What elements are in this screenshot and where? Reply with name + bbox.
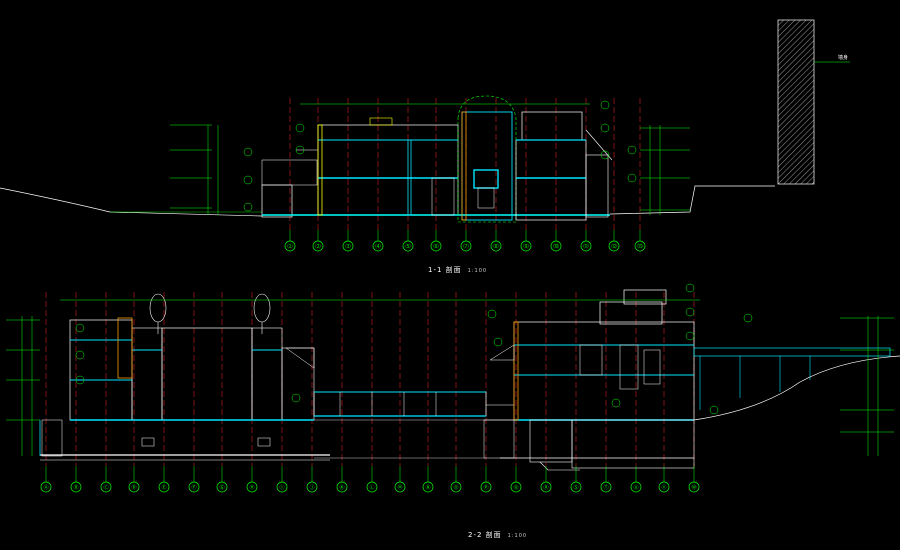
axis-bubbles-bottom: Ⓐ Ⓑ Ⓒ Ⓓ Ⓔ Ⓕ Ⓖ Ⓗ Ⓘ Ⓙ Ⓚ Ⓛ Ⓜ Ⓝ Ⓞ Ⓟ Ⓠ Ⓡ Ⓢ Ⓣ Ⓤ Ⓥ Ⓦ <box>40 466 700 493</box>
axis-bubble-label: Ⓖ <box>219 484 224 491</box>
axis-bubble-label: Ⓘ <box>279 484 284 491</box>
axis-bubble-label: Ⓑ <box>73 484 78 491</box>
axis-bubble-label: Ⓦ <box>691 484 696 491</box>
axis-bubble-label: Ⓙ <box>309 484 314 491</box>
axis-bubble <box>342 240 354 252</box>
axis-bubble <box>158 481 170 493</box>
axis-bubble <box>128 481 140 493</box>
detail-label: 墙身 <box>838 54 848 61</box>
axis-bubble <box>570 481 582 493</box>
axis-bubble <box>336 481 348 493</box>
axis-bubble-label: Ⓟ <box>483 484 488 491</box>
axis-bubble <box>630 481 642 493</box>
axis-bubble <box>188 481 200 493</box>
axis-lines-bottom <box>45 292 695 466</box>
axis-bubble-label: Ⓜ <box>397 484 402 491</box>
axis-bubble-label: Ⓢ <box>573 484 578 491</box>
axis-bubble-label: ⑵ <box>315 243 320 250</box>
axis-bubble <box>394 481 406 493</box>
axis-bubble-label: ⑴ <box>287 243 292 250</box>
axis-bubble-label: ⑽ <box>553 243 558 250</box>
axis-bubble <box>634 240 646 252</box>
axis-bubble <box>276 481 288 493</box>
section-2-2: Ⓐ Ⓑ Ⓒ Ⓓ Ⓔ Ⓕ Ⓖ Ⓗ Ⓘ Ⓙ Ⓚ Ⓛ Ⓜ Ⓝ Ⓞ Ⓟ Ⓠ Ⓡ Ⓢ Ⓣ Ⓤ Ⓥ Ⓦ <box>6 283 900 493</box>
axis-bubble <box>460 240 472 252</box>
axis-bubble <box>40 481 52 493</box>
axis-bubble-label: Ⓓ <box>131 484 136 491</box>
section-2-2-title: 2-2 剖面 <box>468 531 502 539</box>
axis-bubble-label: ⑸ <box>405 243 410 250</box>
axis-bubble-label: ⒀ <box>637 243 642 250</box>
axis-bubble-label: Ⓥ <box>661 484 666 491</box>
axis-bubble-label: Ⓚ <box>339 484 344 491</box>
axis-bubble <box>216 481 228 493</box>
section-1-1-scale: 1:100 <box>467 268 488 274</box>
axis-bubble <box>306 481 318 493</box>
axis-bubble-label: Ⓠ <box>513 484 518 491</box>
axis-bubble-label: Ⓗ <box>249 484 254 491</box>
axis-bubble <box>372 240 384 252</box>
axis-bubble-label: Ⓤ <box>633 484 638 491</box>
axis-bubble-label: ⑹ <box>433 243 438 250</box>
axis-bubble <box>100 481 112 493</box>
axis-bubble <box>658 481 670 493</box>
section-2-2-caption: 2-2 剖面 1:100 <box>468 530 527 540</box>
section-2-2-scale: 1:100 <box>507 533 528 539</box>
axis-bubble-label: Ⓐ <box>43 484 48 491</box>
axis-bubble-label: Ⓞ <box>453 484 458 491</box>
axis-bubble-label: Ⓛ <box>369 484 374 491</box>
axis-bubble-label: ⑼ <box>523 243 528 250</box>
axis-bubble <box>608 240 620 252</box>
section-1-1: ⑴ ⑵ ⑶ ⑷ ⑸ ⑹ ⑺ ⑻ ⑼ ⑽ ⑾ ⑿ ⒀ <box>0 95 775 252</box>
axis-bubble-label: Ⓒ <box>103 484 108 491</box>
building-1-1 <box>261 95 613 223</box>
terrain-line-left <box>0 187 263 217</box>
axis-bubbles-top: ⑴ ⑵ ⑶ ⑷ ⑸ ⑹ ⑺ ⑻ ⑼ ⑽ ⑾ ⑿ ⒀ <box>284 230 646 252</box>
axis-bubble <box>490 240 502 252</box>
axis-bubble-label: ⑷ <box>375 243 380 250</box>
axis-bubble <box>510 481 522 493</box>
axis-bubble-label: ⑿ <box>611 243 616 250</box>
axis-bubble <box>580 240 592 252</box>
axis-bubble <box>688 481 700 493</box>
section-1-1-title: 1-1 剖面 <box>428 266 462 274</box>
axis-bubble <box>70 481 82 493</box>
axis-bubble <box>422 481 434 493</box>
axis-bubble-label: ⑾ <box>583 243 588 250</box>
axis-bubble-label: Ⓔ <box>161 484 166 491</box>
axis-bubble-label: ⑻ <box>493 243 498 250</box>
axis-bubble <box>540 481 552 493</box>
wall-detail: 墙身 <box>777 19 850 185</box>
axis-bubble-label: Ⓣ <box>603 484 608 491</box>
axis-bubble <box>284 240 296 252</box>
axis-lines-top <box>289 98 641 230</box>
axis-bubble-label: Ⓕ <box>191 484 196 491</box>
dimensions-top <box>170 100 690 215</box>
axis-bubble <box>246 481 258 493</box>
building-2-2 <box>39 289 900 471</box>
terrain-line-right <box>609 185 775 215</box>
dimensions-bottom <box>6 283 894 456</box>
axis-bubble <box>550 240 562 252</box>
axis-bubble <box>600 481 612 493</box>
axis-bubble-label: ⑺ <box>463 243 468 250</box>
axis-bubble <box>520 240 532 252</box>
axis-bubble-label: Ⓡ <box>543 484 548 491</box>
slope-line <box>693 355 900 421</box>
axis-bubble <box>366 481 378 493</box>
axis-bubble <box>450 481 462 493</box>
axis-bubble <box>480 481 492 493</box>
axis-bubble <box>402 240 414 252</box>
axis-bubble <box>312 240 324 252</box>
axis-bubble-label: Ⓝ <box>425 484 430 491</box>
axis-bubble <box>430 240 442 252</box>
section-1-1-caption: 1-1 剖面 1:100 <box>428 265 487 275</box>
axis-bubble-label: ⑶ <box>345 243 350 250</box>
